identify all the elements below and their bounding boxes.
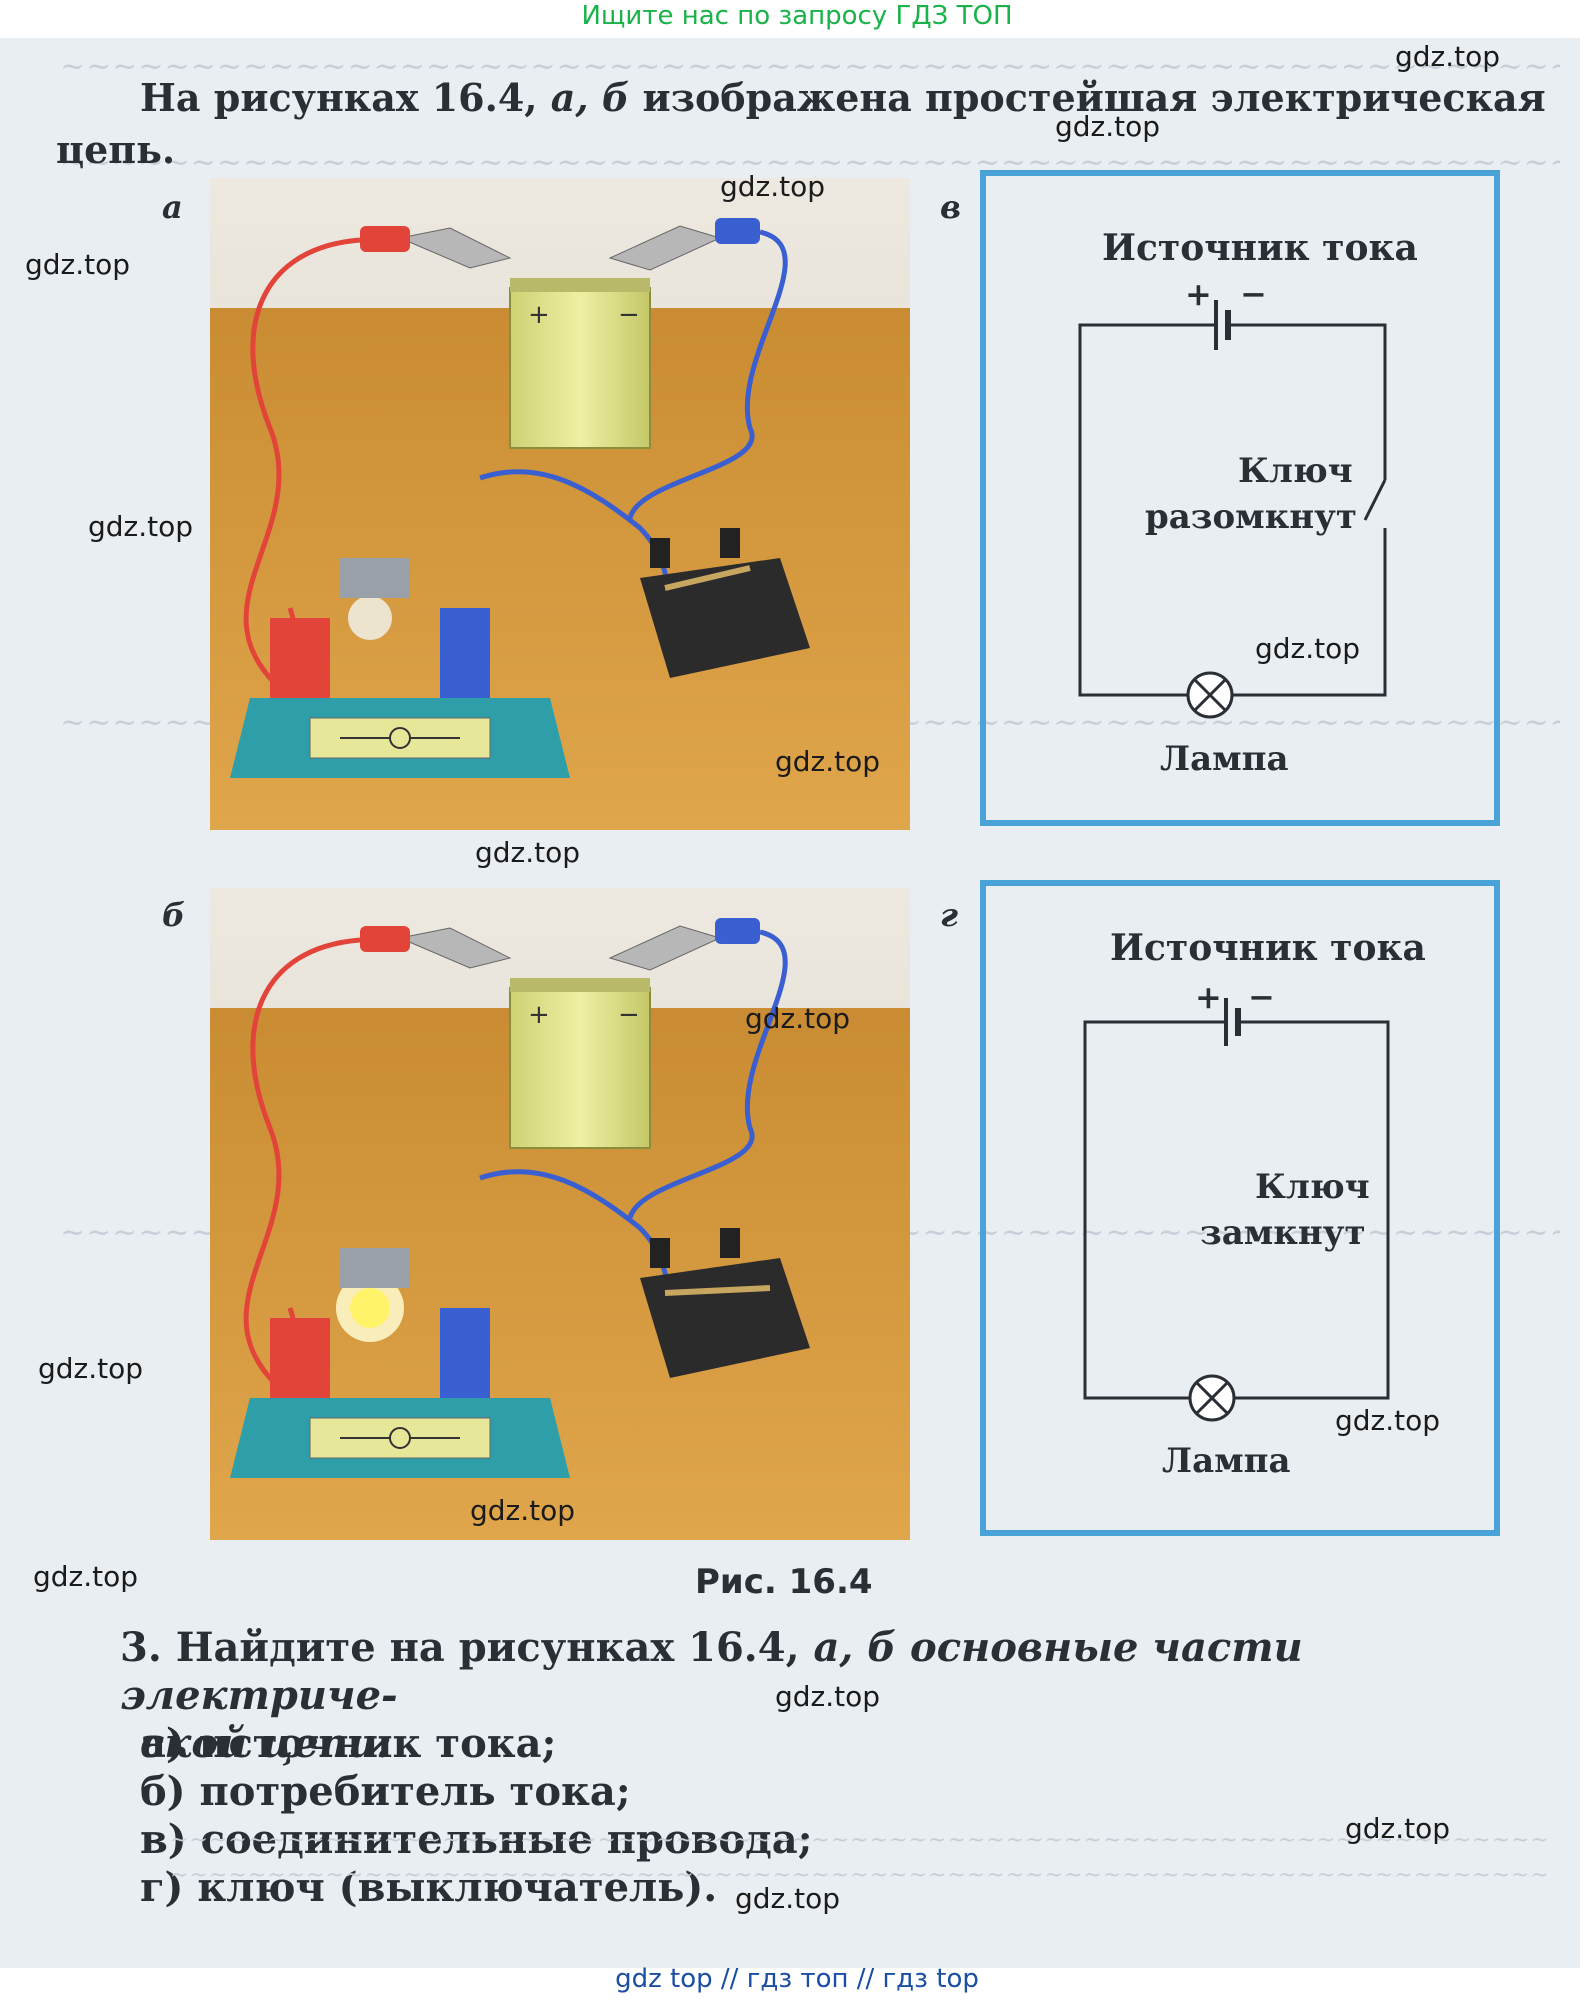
battery-minus-label: − (618, 300, 640, 330)
scheme-key-label: Ключ (1255, 1167, 1370, 1207)
watermark: gdz.top (25, 248, 131, 281)
circuit-scheme-closed: Источник тока + − Ключ замкнут Лампа (980, 880, 1500, 1536)
scheme-key-state: замкнут (1200, 1213, 1366, 1253)
battery-minus-label: − (618, 1000, 640, 1030)
watermark: gdz.top (1055, 110, 1161, 143)
scheme-wire-left (1083, 1020, 1226, 1400)
watermark: gdz.top (1255, 632, 1361, 665)
watermark: gdz.top (470, 1494, 576, 1527)
task-line-1: 3. Найдите на рисунках 16.4, а, б основн… (120, 1624, 1303, 1719)
panel-label-v: в (940, 188, 962, 226)
scheme-wire-right-top (1228, 323, 1387, 480)
panel-label-b: б (162, 896, 186, 934)
task-item: б) потребитель тока; (140, 1768, 631, 1815)
task-item: г) ключ (выключатель). (140, 1864, 718, 1911)
watermark: gdz.top (1345, 1812, 1451, 1845)
battery (509, 287, 651, 449)
blue-wire-top (627, 929, 788, 1219)
bleed-text: ~~~~~~~~~~~~~~~~~~~~~~~~~~~~~~~~~~~~~~~~… (60, 49, 1560, 84)
task-items: а) источник тока; б) потребитель тока; в… (140, 1720, 812, 1912)
bleed-footnote: ~~~~~~~~~~~~~~~~~~~~~~~~~~~~~~~~~~~~~~~~… (170, 1828, 1550, 1853)
intro-letters: а, б (550, 75, 630, 120)
panel-label-g: г (940, 896, 958, 934)
task-line-2: ской цепи: (140, 1720, 392, 1767)
scheme-wire-right (1234, 1020, 1390, 1400)
watermark: gdz.top (775, 745, 881, 778)
task-item: в) соединительные провода; (140, 1816, 813, 1863)
scheme-switch-open (1363, 479, 1387, 521)
blue-wire-top (627, 229, 788, 519)
circuit-scheme-open: Источник тока + − Ключ разомкнут Лампа (980, 170, 1500, 826)
panel-label-a: а (162, 188, 183, 226)
bleed-footnote: ~~~~~~~~~~~~~~~~~~~~~~~~~~~~~~~~~~~~~~~~… (170, 1863, 1550, 1888)
watermark: gdz.top (720, 170, 826, 203)
scheme-wire-left (1078, 323, 1216, 697)
watermark: gdz.top (38, 1352, 144, 1385)
bottom-banner: gdz top // гдз топ // гдз top (615, 1964, 979, 1994)
scheme-lamp-label: Лампа (1160, 739, 1289, 779)
watermark: gdz.top (88, 510, 194, 543)
scheme-wire-right-bottom (1232, 528, 1387, 697)
scheme-key-label: Ключ (1238, 451, 1353, 491)
scheme-source-label: Источник тока (1102, 227, 1418, 269)
watermark: gdz.top (1395, 40, 1501, 73)
circuit-photo-closed: + − (210, 888, 910, 1540)
top-banner: Ищите нас по запросу ГДЗ ТОП (581, 1, 1013, 31)
scheme-plus: + (1195, 978, 1222, 1016)
battery-plus-label: + (528, 1000, 550, 1030)
task-item: а) источник тока; (140, 1720, 557, 1767)
scheme-source-label: Источник тока (1110, 927, 1426, 969)
scheme-lamp-label: Лампа (1162, 1441, 1291, 1481)
scheme-border (980, 880, 1500, 1536)
scheme-minus: − (1240, 275, 1267, 313)
watermark: gdz.top (745, 1002, 851, 1035)
intro-line-2: цепь. (56, 127, 176, 172)
figure-caption: Рис. 16.4 (695, 1562, 873, 1602)
scheme-minus: − (1248, 978, 1275, 1016)
watermark: gdz.top (775, 1680, 881, 1713)
watermark: gdz.top (33, 1560, 139, 1593)
switch (640, 558, 810, 678)
intro-line-1: На рисунках 16.4, а, б изображена просте… (140, 75, 1546, 120)
scheme-plus: + (1185, 275, 1212, 313)
watermark: gdz.top (1335, 1404, 1441, 1437)
watermark: gdz.top (475, 836, 581, 869)
scheme-border (980, 170, 1500, 826)
task-block: 3. Найдите на рисунках 16.4, а, б основн… (120, 1624, 1560, 1768)
scheme-key-state: разомкнут (1145, 497, 1357, 537)
battery-plus-label: + (528, 300, 550, 330)
watermark: gdz.top (735, 1882, 841, 1915)
circuit-photo-open: + − (210, 178, 910, 830)
